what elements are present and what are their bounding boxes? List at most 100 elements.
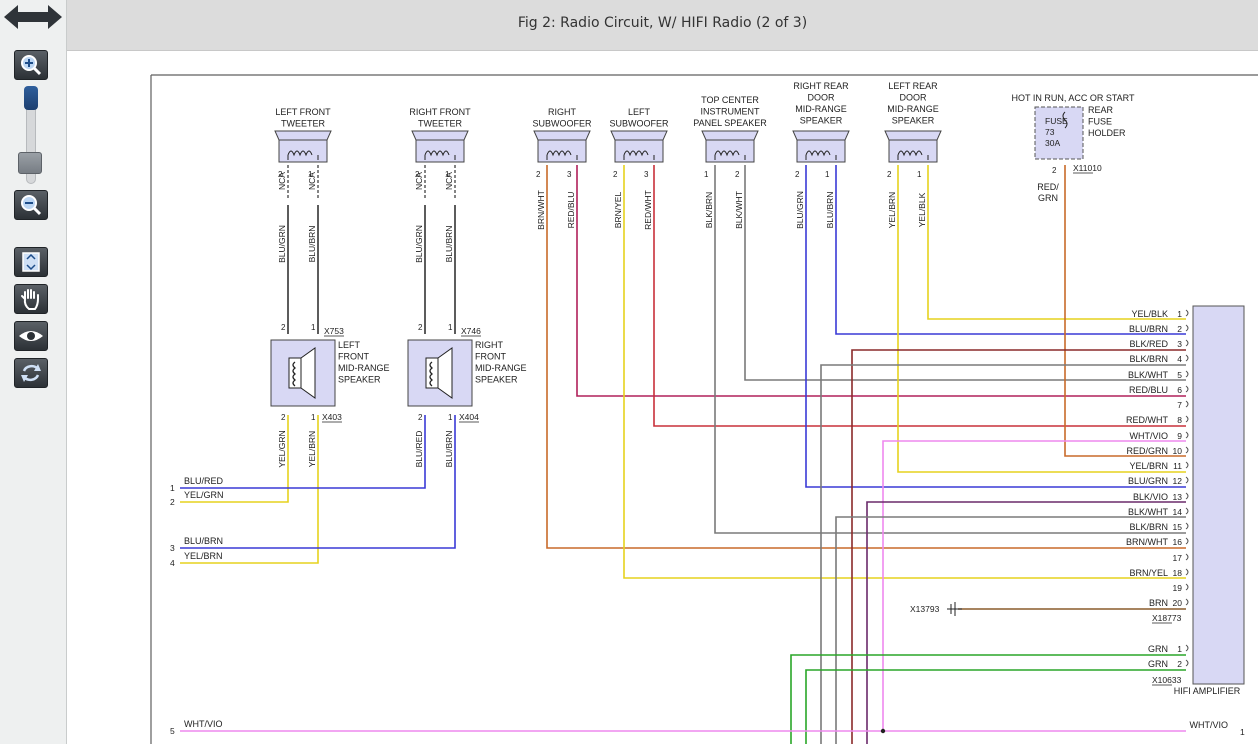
bottom-right-pin: 1 <box>1240 727 1245 737</box>
mid-speaker-cone <box>300 347 316 399</box>
vertical-label-rft_w2: BLU/GRN <box>414 225 424 263</box>
center-speaker <box>701 130 759 163</box>
vertical-label-lft_nca1: NCA <box>307 172 317 190</box>
pin-number: 3 <box>567 170 572 179</box>
pin-number: 1 <box>445 170 450 179</box>
zoom-out-button[interactable] <box>14 190 48 220</box>
wire-rsub-red-blu <box>576 165 1186 397</box>
left-terminal-5-label: WHT/VIO <box>184 719 223 729</box>
wire-ctr-blk-wht <box>744 165 1186 381</box>
pin-number: 2 <box>735 170 740 179</box>
vertical-label-rft_w1: BLU/BRN <box>444 226 454 263</box>
zoom-slider-thumb[interactable] <box>18 152 42 174</box>
wire-blk-red <box>851 349 1186 744</box>
amp-pin-2-label: BLU/BRN <box>1129 324 1168 334</box>
amp-pin-18-label: BRN/YEL <box>1129 568 1168 578</box>
pin-number: 1 <box>448 413 453 422</box>
coil-symbol <box>546 150 572 157</box>
rf-midrange-speaker <box>407 339 473 407</box>
pin-number: 3 <box>644 170 649 179</box>
amp-pin-terminal <box>1185 492 1189 500</box>
amp-pin-13-label: BLK/VIO <box>1133 492 1168 502</box>
wire-rr-blu-brn <box>835 165 1186 335</box>
amp-pin-5-number: 5 <box>1177 370 1182 380</box>
amp-pin-1-number: 1 <box>1177 309 1182 319</box>
zoom-out-icon <box>21 195 42 216</box>
wire-ctr-blk-brn <box>714 165 1186 534</box>
pin-number: 2 <box>415 170 420 179</box>
pin-number: 1 <box>704 170 709 179</box>
pin-number: 2 <box>887 170 892 179</box>
amp-pin-8-number: 8 <box>1177 415 1182 425</box>
fuse-holder-box <box>1034 106 1084 160</box>
amp-pin-5-label: BLK/WHT <box>1128 370 1169 380</box>
connector-x753: X753 <box>324 326 344 336</box>
amp-pin-2-number: 2 <box>1177 324 1182 334</box>
amp-pin-8-label: RED/WHT <box>1126 415 1168 425</box>
amp-pin-terminal <box>1185 553 1189 561</box>
amp-pin-terminal <box>1185 537 1189 545</box>
amp-pin-terminal <box>1185 476 1189 484</box>
pan-hand-button[interactable] <box>14 284 48 314</box>
amp-pin-19-number: 19 <box>1173 583 1183 593</box>
vertical-label-rft_nca1: NCA <box>444 172 454 190</box>
l-subwoofer <box>610 130 668 163</box>
amp-pin-terminal <box>1185 415 1189 423</box>
fit-to-screen-button[interactable] <box>14 247 48 277</box>
figure-title: Fig 2: Radio Circuit, W/ HIFI Radio (2 o… <box>517 15 808 31</box>
amp-pin-terminal <box>1185 446 1189 454</box>
amp-pin-4-label: BLK/BRN <box>1129 354 1168 364</box>
mid-speaker-coil <box>292 361 297 387</box>
connector-x746: X746 <box>461 326 481 336</box>
fit-to-screen-icon <box>22 252 40 272</box>
double-arrow-icon[interactable] <box>4 4 62 30</box>
amp-pin-10-number: 10 <box>1173 446 1183 456</box>
amp-pin-18-number: 18 <box>1173 568 1183 578</box>
vertical-label-rfm_w2: BLU/RED <box>414 431 424 468</box>
r-subwoofer <box>533 130 591 163</box>
pin-number: 1 <box>448 323 453 332</box>
left-terminal-3-label: BLU/BRN <box>184 536 223 546</box>
wires <box>180 165 1186 744</box>
left-terminal-3-number: 3 <box>170 543 175 553</box>
amp-pin-terminal <box>1185 431 1189 439</box>
viewer-toolbar <box>0 0 67 744</box>
speaker-horn <box>411 130 469 141</box>
refresh-button[interactable] <box>14 358 48 388</box>
left-terminal-2-label: YEL/GRN <box>184 490 224 500</box>
amp-pin-20-label: BRN <box>1149 598 1168 608</box>
wire-lr-yel-brn <box>897 165 1186 473</box>
wire-fuse-red-grn <box>1064 165 1186 457</box>
vertical-label-lr_w1: YEL/BLK <box>917 192 927 227</box>
connector-x18773: X18773 <box>1152 613 1182 623</box>
amp-pin-13-number: 13 <box>1173 492 1183 502</box>
wire-lsub-red-wht <box>653 165 1186 427</box>
vertical-label-lft_w2: BLU/GRN <box>277 225 287 263</box>
view-button[interactable] <box>14 321 48 351</box>
amp-pin-terminal <box>1185 354 1189 362</box>
amp-pin-terminal <box>1185 400 1189 408</box>
wire-rfm-blu-red <box>180 415 426 489</box>
wire-lsub-brn-yel <box>623 165 1186 579</box>
pin-number: 1 <box>311 413 316 422</box>
pin-number: 2 <box>278 170 283 179</box>
rr-door-speaker <box>792 130 850 163</box>
lf-tweeter <box>274 130 332 163</box>
amp-pin-6-label: RED/BLU <box>1129 385 1168 395</box>
coil-symbol <box>424 150 450 157</box>
vertical-label-lsub_w3: RED/WHT <box>643 190 653 230</box>
amp-pin-16-number: 16 <box>1173 537 1183 547</box>
amp-pin-11-label: YEL/BRN <box>1129 461 1168 471</box>
fuse-hot-label: HOT IN RUN, ACC OR START <box>1011 93 1135 103</box>
zoom-in-button[interactable] <box>14 50 48 80</box>
mid-speaker-cone <box>437 347 453 399</box>
wire-rfm-blu-brn <box>180 415 456 549</box>
